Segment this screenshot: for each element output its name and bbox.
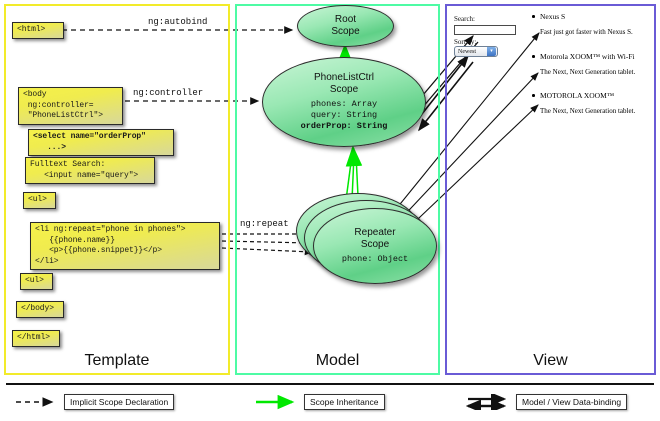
property-query: query: String — [310, 110, 378, 121]
sort-label: Sort by: — [454, 38, 477, 46]
bullet-icon — [532, 55, 535, 58]
scope-repeater-properties: phone: Object — [342, 254, 408, 265]
phone-snippet: The Next, Next Generation tablet. — [540, 68, 636, 76]
phone-name: Nexus S — [540, 12, 566, 21]
scope-repeater-title: Repeater Scope — [354, 226, 396, 250]
double-arrow-icon — [466, 394, 507, 410]
connector-label-ng-autobind: ng:autobind — [148, 17, 208, 27]
scope-phonelistctrl-properties: phones: Array query: String orderProp: S… — [301, 99, 388, 132]
panel-view-label: View — [533, 352, 568, 369]
list-item: MOTOROLA XOOM™ The Next, Next Generation… — [532, 91, 636, 115]
code-box-select-tag: <select name="orderProp" ...> — [28, 129, 174, 157]
code-box-body-close: </body> — [16, 301, 64, 318]
sort-by-select[interactable]: Newest ▾ — [454, 46, 498, 57]
code-box-body-open: <body ng:controller= "PhoneListCtrl"> — [18, 87, 123, 125]
code-box-html-close: </html> — [12, 330, 60, 347]
scope-phonelistctrl: PhoneListCtrl Scope phones: Array query:… — [262, 57, 426, 147]
legend-label-implicit-scope-declaration: Implicit Scope Declaration — [64, 394, 175, 410]
legend-item-implicit-scope-declaration: Implicit Scope Declaration — [14, 394, 175, 410]
dashed-arrow-icon — [16, 397, 54, 407]
legend-divider — [6, 383, 654, 385]
code-box-ul-close: <ul> — [20, 273, 53, 290]
property-phone: phone: Object — [341, 254, 409, 265]
scope-root: Root Scope — [297, 5, 394, 47]
panel-template: Template — [4, 4, 230, 375]
scope-root-title: Root Scope — [331, 13, 360, 37]
phone-snippet: Fast just got faster with Nexus S. — [540, 28, 633, 36]
list-item: Nexus S Fast just got faster with Nexus … — [532, 12, 633, 36]
phone-name: MOTOROLA XOOM™ — [540, 91, 615, 100]
code-box-fulltext-search: Fulltext Search: <input name="query"> — [25, 157, 155, 185]
bullet-icon — [532, 94, 535, 97]
panel-view: View — [445, 4, 656, 375]
green-arrow-icon — [256, 394, 295, 410]
legend-item-scope-inheritance: Scope Inheritance — [254, 394, 385, 410]
search-input[interactable] — [454, 25, 516, 35]
chevron-down-icon: ▾ — [487, 47, 496, 56]
phone-snippet: The Next, Next Generation tablet. — [540, 107, 636, 115]
code-box-html-open: <html> — [12, 22, 64, 39]
legend-label-model-view-data-binding: Model / View Data-binding — [516, 394, 628, 410]
connector-label-ng-controller: ng:controller — [133, 88, 204, 98]
list-item: Motorola XOOM™ with Wi-Fi The Next, Next… — [532, 52, 636, 76]
scope-repeater: Repeater Scope phone: Object — [313, 208, 437, 284]
scope-phonelistctrl-title: PhoneListCtrl Scope — [313, 71, 375, 95]
code-box-ul-open: <ul> — [23, 192, 56, 209]
search-label: Search: — [454, 15, 475, 23]
sort-by-selected-value: Newest — [458, 48, 476, 55]
connector-label-ng-repeat: ng:repeat — [240, 219, 289, 229]
property-orderprop: orderProp: String — [300, 121, 388, 132]
phone-name: Motorola XOOM™ with Wi-Fi — [540, 52, 635, 61]
legend-label-scope-inheritance: Scope Inheritance — [304, 394, 385, 410]
panel-model-label: Model — [315, 352, 360, 369]
panel-template-label: Template — [84, 352, 150, 369]
legend-item-model-view-data-binding: Model / View Data-binding — [466, 394, 628, 410]
code-box-li-ngrepeat: <li ng:repeat="phone in phones"> {{phone… — [30, 222, 220, 271]
property-phones: phones: Array — [310, 99, 378, 110]
bullet-icon — [532, 15, 535, 18]
